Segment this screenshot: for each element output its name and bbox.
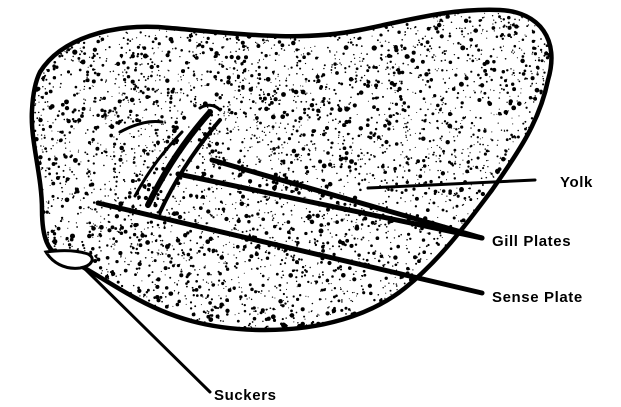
sucker-bulge	[46, 251, 92, 269]
sense-plate-label: Sense Plate	[492, 289, 583, 306]
suckers-label: Suckers	[214, 387, 277, 404]
yolk-label: Yolk	[560, 174, 593, 191]
embryo-body-outline	[32, 10, 552, 330]
gill-plates-label: Gill Plates	[492, 233, 571, 250]
